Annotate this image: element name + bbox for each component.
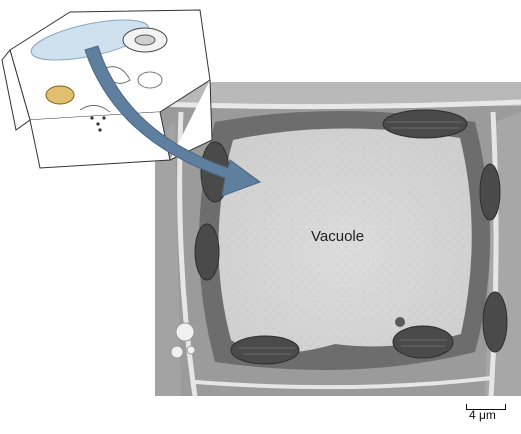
plant-cell-diagram <box>0 0 230 175</box>
vacuole-label: Vacuole <box>311 228 365 245</box>
scale-bar <box>466 404 506 410</box>
scale-label: 4 μm <box>469 408 496 422</box>
